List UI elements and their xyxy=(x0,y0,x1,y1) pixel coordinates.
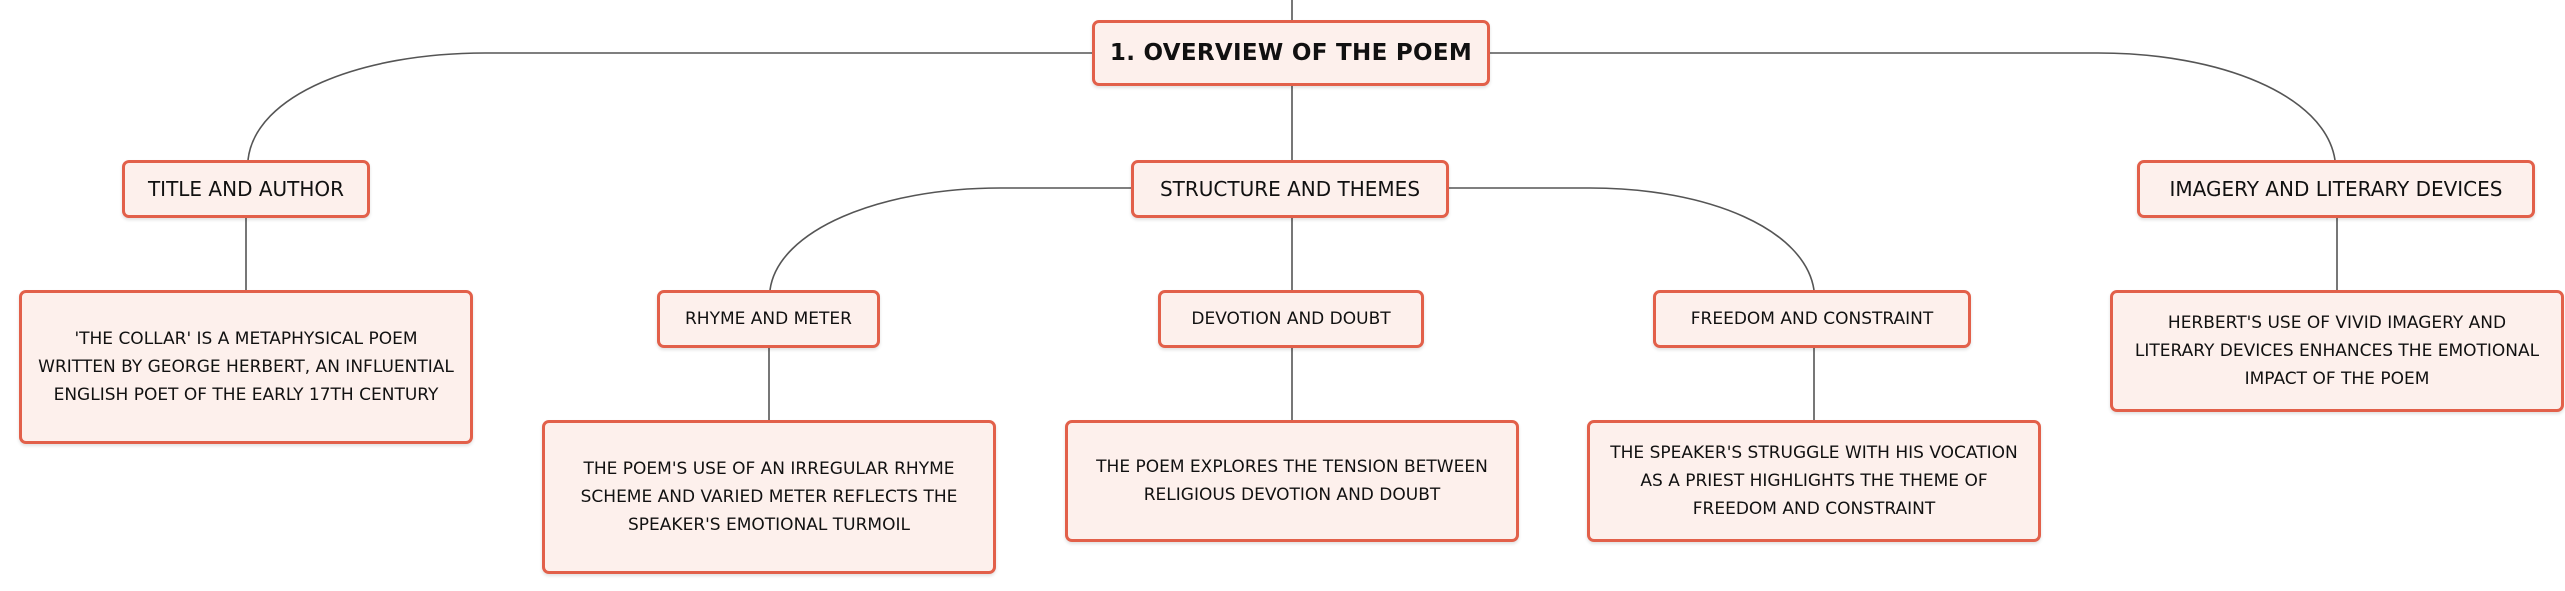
connector-structure-freedom xyxy=(1449,187,1815,291)
root-node-overview[interactable]: 1. OVERVIEW OF THE POEM xyxy=(1092,20,1490,86)
branch-structure-and-themes[interactable]: STRUCTURE AND THEMES xyxy=(1131,160,1449,218)
branch-imagery-and-literary-devices[interactable]: IMAGERY AND LITERARY DEVICES xyxy=(2137,160,2535,218)
connector-root-imagery xyxy=(1490,52,2336,161)
subtopic-freedom-and-constraint[interactable]: FREEDOM AND CONSTRAINT xyxy=(1653,290,1971,348)
connector-root-title xyxy=(247,52,1092,161)
subtopic-devotion-and-doubt[interactable]: DEVOTION AND DOUBT xyxy=(1158,290,1424,348)
detail-rhyme-and-meter[interactable]: THE POEM'S USE OF AN IRREGULAR RHYME SCH… xyxy=(542,420,996,574)
detail-devotion-and-doubt[interactable]: THE POEM EXPLORES THE TENSION BETWEEN RE… xyxy=(1065,420,1519,542)
detail-imagery-and-literary-devices[interactable]: HERBERT'S USE OF VIVID IMAGERY AND LITER… xyxy=(2110,290,2564,412)
subtopic-rhyme-and-meter[interactable]: RHYME AND METER xyxy=(657,290,880,348)
detail-freedom-and-constraint[interactable]: THE SPEAKER'S STRUGGLE WITH HIS VOCATION… xyxy=(1587,420,2041,542)
detail-title-and-author[interactable]: 'THE COLLAR' IS A METAPHYSICAL POEM WRIT… xyxy=(19,290,473,444)
branch-title-and-author[interactable]: TITLE AND AUTHOR xyxy=(122,160,370,218)
connector-structure-rhyme xyxy=(769,187,1131,291)
